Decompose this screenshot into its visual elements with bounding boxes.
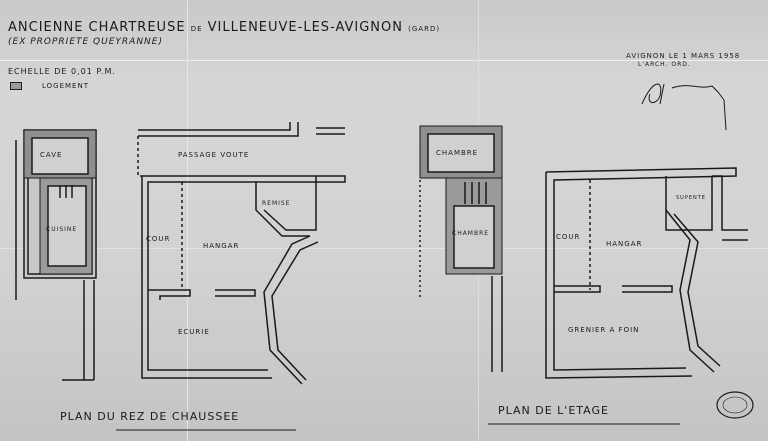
document-title: Ancienne Chartreuse de Villeneuve-les-Av… (8, 20, 440, 35)
room-label-ecurie: Ecurie (178, 328, 210, 336)
ground-floor-main-walls (137, 122, 346, 385)
title-dept: (Gard) (408, 25, 441, 33)
upper-floor-house-walls (419, 125, 503, 372)
room-label-chambre: Chambre (452, 230, 490, 237)
room-label-cour: Cour (556, 233, 581, 241)
fold-line (0, 248, 768, 249)
room-label-hangar: Hangar (606, 240, 643, 248)
title-main: Ancienne Chartreuse (8, 20, 186, 35)
room-label-hangar: Hangar (203, 242, 240, 250)
document-subtitle: (ex propriete Queyranne) (8, 37, 163, 47)
title-place: Villeneuve-les-Avignon (207, 20, 403, 35)
archive-stamp (716, 391, 754, 419)
signature-drawing (641, 83, 727, 131)
legend-swatch (10, 82, 22, 90)
room-label-grenier: Grenier a foin (568, 326, 640, 334)
ground-floor-house-walls (15, 129, 97, 381)
upper-floor-plan-title: Plan de l'Etage (498, 404, 609, 417)
fold-line (0, 60, 768, 61)
room-label-chambre: Chambre (436, 149, 479, 157)
fold-line (187, 0, 188, 441)
ground-floor-plan-title: Plan du Rez de Chaussee (60, 410, 240, 423)
date-line: Avignon le 1 Mars 1958 (626, 52, 741, 60)
room-label-soupente: Supente (676, 195, 706, 201)
room-label-passage: Passage voute (178, 151, 250, 159)
architect-role: L'Arch. ord. (638, 61, 691, 68)
legend: Logement (10, 82, 89, 90)
legend-label: Logement (42, 82, 89, 90)
scale-note: Echelle de 0,01 P.M. (8, 67, 116, 76)
room-label-cuisine: Cuisine (46, 226, 78, 233)
room-label-cave: Cave (40, 151, 63, 159)
title-de: de (190, 25, 203, 33)
upper-floor-main-walls (545, 167, 748, 379)
room-label-remise: Remise (262, 200, 291, 207)
room-label-cour: Cour (146, 235, 171, 243)
